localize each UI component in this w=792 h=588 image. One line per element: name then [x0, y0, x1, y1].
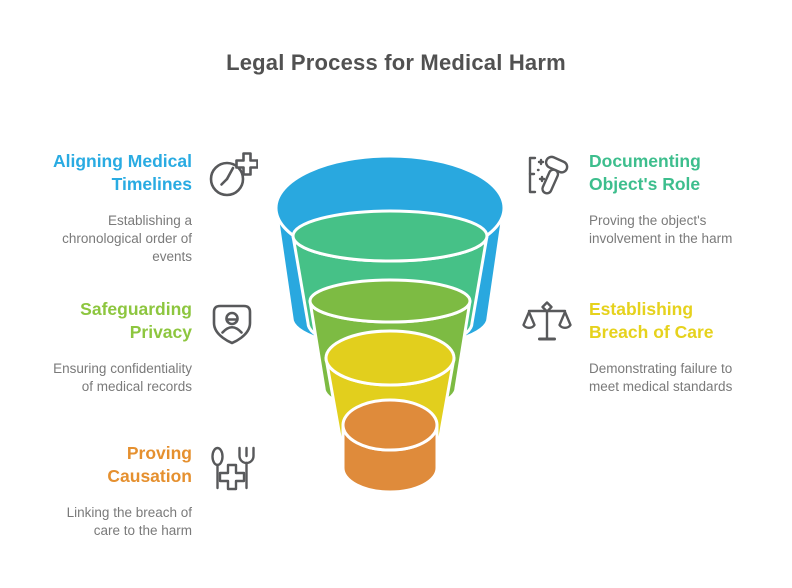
funnel-diagram: [274, 154, 506, 494]
scales-icon: [521, 298, 573, 350]
gavel-icon: [521, 150, 573, 202]
item-heading: Proving Causation: [107, 443, 192, 487]
shield-person-icon: [206, 298, 258, 350]
item-heading: Safeguarding Privacy: [80, 299, 192, 343]
item-heading: Documenting Object's Role: [589, 151, 701, 195]
item-description: Demonstrating failure to meet medical st…: [589, 361, 733, 395]
item-safeguarding-privacy: Safeguarding Privacy Ensuring confidenti…: [20, 298, 258, 396]
item-documenting-objects-role: Documenting Object's Role Proving the ob…: [521, 150, 781, 248]
item-aligning-medical-timelines: Aligning Medical Timelines Establishing …: [20, 150, 258, 266]
item-description: Linking the breach of care to the harm: [66, 505, 192, 539]
item-establishing-breach-of-care: Establishing Breach of Care Demonstratin…: [521, 298, 781, 396]
item-heading: Aligning Medical Timelines: [52, 151, 192, 195]
funnel-stage-5: [341, 398, 439, 494]
item-heading: Establishing Breach of Care: [589, 299, 714, 343]
item-description: Establishing a chronological order of ev…: [62, 213, 192, 265]
item-description: Proving the object's involvement in the …: [589, 213, 733, 247]
medical-utensils-icon: [206, 442, 258, 494]
page-title: Legal Process for Medical Harm: [226, 50, 566, 75]
item-proving-causation: Proving Causation Linking the breach of …: [20, 442, 258, 540]
clock-plus-icon: [206, 150, 258, 202]
item-description: Ensuring confidentiality of medical reco…: [53, 361, 192, 395]
